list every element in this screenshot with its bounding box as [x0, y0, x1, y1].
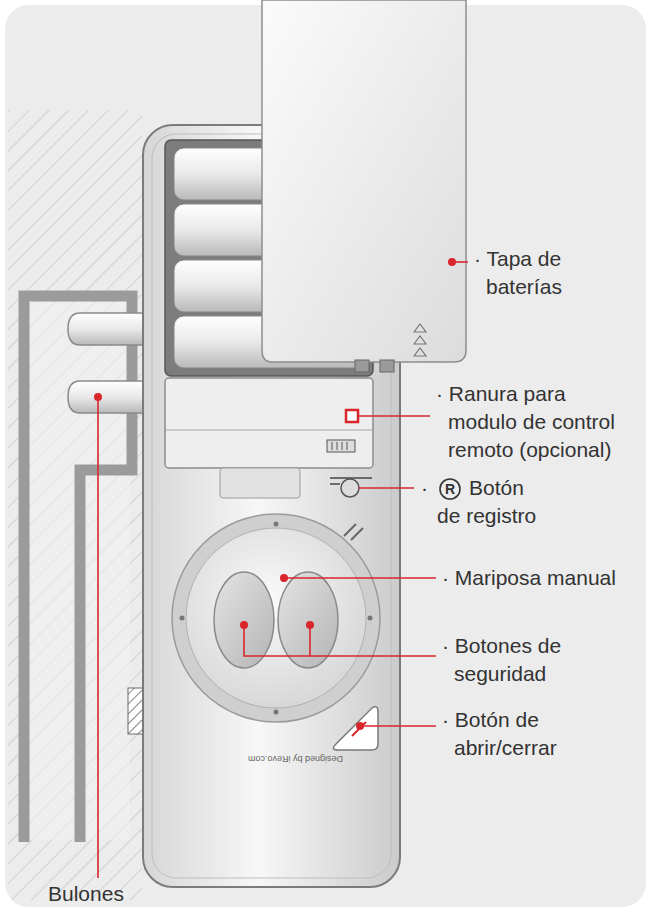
leader-dots [94, 258, 456, 730]
module-area-line [165, 430, 373, 431]
part-label: · Ranura para modulo de control remoto (… [436, 380, 628, 464]
part-label: Bulones [48, 880, 124, 908]
cover-tab [355, 360, 369, 372]
cover-tab [380, 360, 394, 372]
speaker-slots [344, 524, 363, 540]
part-label: · Botones de seguridad [442, 632, 592, 688]
battery-cover [262, 0, 466, 362]
part-label: Botón de registro [437, 474, 545, 530]
open-close-icon [352, 722, 366, 736]
latch-tab [220, 468, 300, 498]
brand-text: Designed by iRevo.com [248, 753, 343, 764]
wall-hatch [8, 110, 142, 900]
door-frame [24, 296, 132, 842]
bolt [68, 313, 150, 345]
register-button [341, 479, 359, 497]
registered-mark: R [445, 481, 455, 498]
connector-pins [332, 442, 347, 450]
bullet: · [421, 474, 428, 502]
open-close-button [333, 707, 378, 750]
module-area [165, 378, 373, 468]
slot-line [330, 483, 340, 485]
manual-dial-face [186, 528, 366, 708]
manual-dial [172, 514, 380, 722]
part-label: · Botón de abrir/cerrar [442, 706, 577, 762]
registered-ring [440, 479, 460, 499]
connector [327, 440, 355, 452]
dial-marks [180, 522, 373, 715]
safety-button [278, 572, 338, 668]
remote-module-slot [346, 410, 358, 422]
bolt [68, 381, 150, 413]
cover-arrows [414, 324, 426, 356]
leader-lines [98, 262, 468, 878]
part-label: · Tapa de baterías [474, 245, 594, 301]
part-label: · Mariposa manual [442, 564, 616, 592]
